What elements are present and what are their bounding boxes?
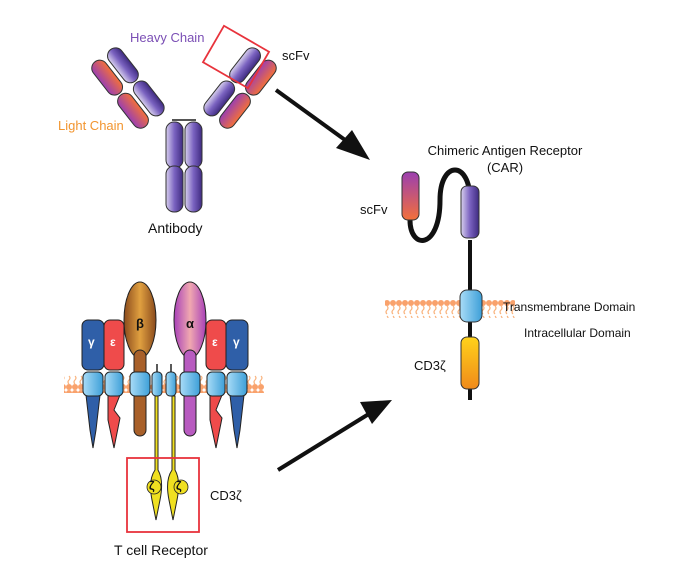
light-chain-domain — [244, 59, 277, 96]
intracellular-label: Intracellular Domain — [524, 326, 631, 340]
arrow-antibody-to-car — [274, 88, 370, 160]
epsilon-right-label: ε — [212, 335, 218, 349]
zeta-right-glyph: ζ — [176, 479, 182, 493]
heavy-chain-domain — [229, 47, 261, 84]
gamma-chain — [225, 319, 249, 371]
car-transmembrane-domain — [459, 289, 483, 323]
cd3z-highlight-box — [126, 457, 200, 533]
light-chain-domain — [219, 92, 251, 129]
antibody — [91, 24, 277, 213]
scfv-highlight-box — [201, 24, 271, 90]
arrow-tcr-to-car — [276, 400, 392, 472]
antibody-title: Antibody — [148, 220, 203, 236]
car-cd3z-label: CD3ζ — [414, 358, 446, 373]
tcr-title: T cell Receptor — [114, 542, 208, 558]
car-hinge-domain — [460, 185, 480, 239]
epsilon-chain — [103, 319, 125, 371]
transmembrane-label: Transmembrane Domain — [503, 300, 636, 314]
tcr-cd3z-label: CD3ζ — [210, 488, 242, 503]
epsilon-left-label: ε — [110, 335, 116, 349]
heavy-chain-domain — [203, 80, 236, 117]
car-title-line2: (CAR) — [486, 160, 524, 175]
tcr — [64, 281, 264, 533]
alpha-label: α — [186, 316, 194, 331]
gamma-right-label: γ — [233, 335, 240, 349]
antibody-scfv-label: scFv — [282, 48, 310, 63]
car-scfv-domain — [401, 171, 420, 221]
zeta-left-glyph: ζ — [149, 479, 155, 493]
heavy-chain-domain — [107, 47, 139, 84]
light-chain-domain — [91, 59, 124, 96]
heavy-chain-constant-domain — [165, 165, 184, 213]
car-scfv-label: scFv — [360, 202, 388, 217]
car-cd3z-domain — [460, 336, 480, 390]
heavy-chain-domain — [132, 80, 165, 117]
heavy-chain-constant-domain — [184, 121, 203, 169]
light-chain-domain — [117, 92, 149, 129]
heavy-chain-label: Heavy Chain — [130, 30, 205, 45]
beta-label: β — [136, 316, 144, 331]
light-chain-label: Light Chain — [58, 118, 124, 133]
car-hinge-linker — [407, 167, 473, 243]
gamma-left-label: γ — [88, 335, 95, 349]
car — [385, 167, 515, 400]
car-membrane — [385, 300, 515, 318]
heavy-chain-constant-domain — [184, 165, 203, 213]
heavy-chain-constant-domain — [165, 121, 184, 169]
car-title-line1: Chimeric Antigen Receptor — [427, 143, 583, 158]
